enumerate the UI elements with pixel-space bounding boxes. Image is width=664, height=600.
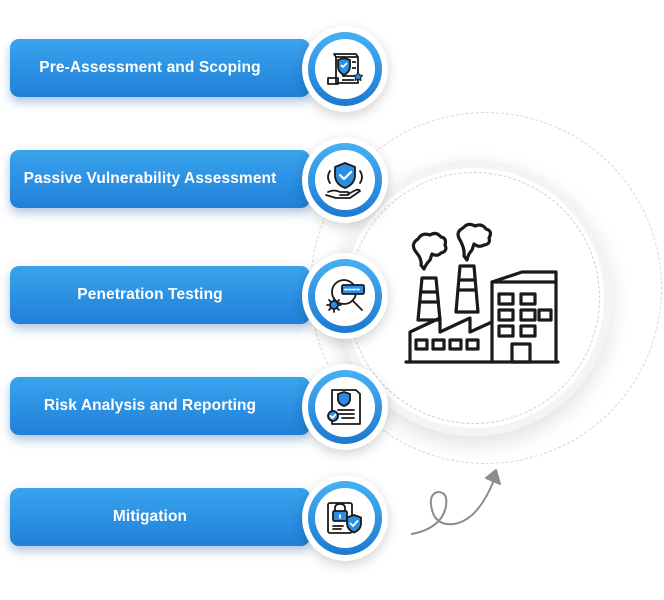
step-pill: Penetration Testing [10, 266, 310, 324]
factory-icon [404, 222, 560, 364]
step-pill: Risk Analysis and Reporting [10, 377, 310, 435]
step-pill: Passive Vulnerability Assessment [10, 150, 310, 208]
step-label: Passive Vulnerability Assessment [23, 170, 277, 187]
document-checklist-icon [327, 53, 363, 85]
step-badge [302, 137, 388, 223]
step-pill: Mitigation [10, 488, 310, 546]
shield-hand-icon [325, 162, 363, 199]
step-badge [302, 26, 388, 112]
report-shield-icon [327, 389, 361, 425]
step-badge [302, 253, 388, 339]
curly-arrow [411, 469, 501, 535]
step-label: Risk Analysis and Reporting [43, 397, 257, 414]
step-label: Mitigation [112, 508, 188, 525]
step-label: Penetration Testing [77, 286, 223, 303]
magnifier-gear-icon [326, 279, 365, 313]
lock-shield-icon [327, 502, 362, 534]
step-badge [302, 475, 388, 561]
step-badge [302, 364, 388, 450]
step-pill: Pre-Assessment and Scoping [10, 39, 310, 97]
step-label: Pre-Assessment and Scoping [39, 59, 261, 76]
